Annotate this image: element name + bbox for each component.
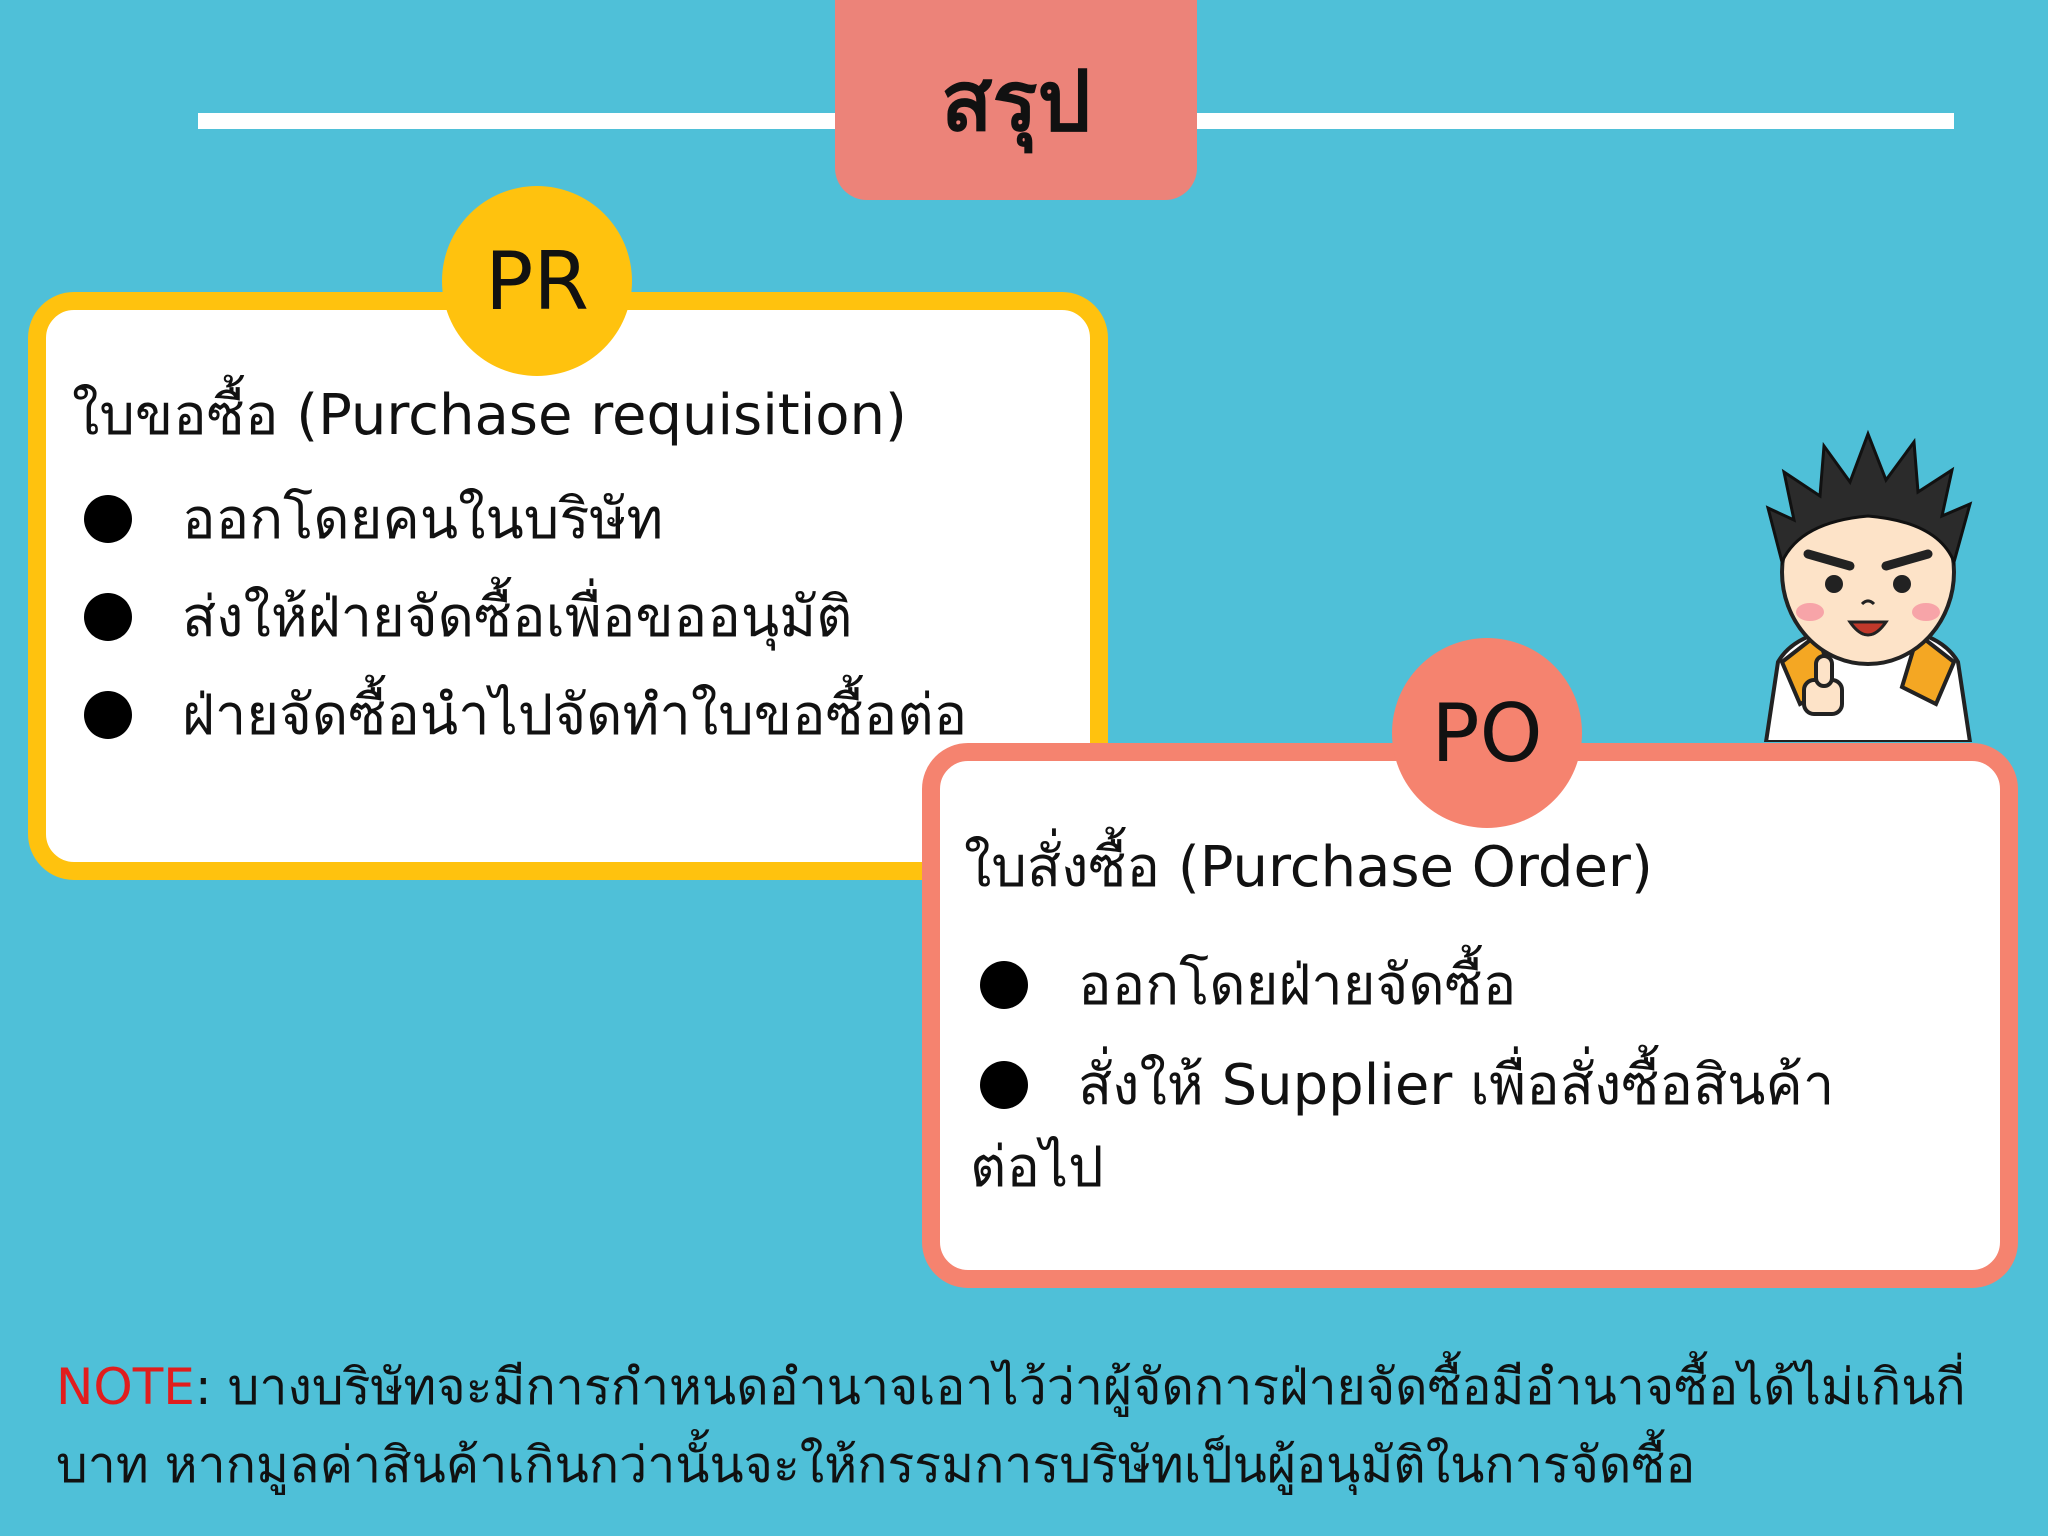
po-bullet-text: ออกโดยฝ่ายจัดซื้อ [1078, 953, 1517, 1018]
bullet-dot-icon [84, 592, 132, 641]
note-label: NOTE [56, 1358, 195, 1416]
pr-badge: PR [442, 186, 632, 376]
pr-bullet-item: ออกโดยคนในบริษัท [84, 474, 663, 563]
bullet-dot-icon [980, 1060, 1028, 1109]
po-card [922, 743, 2018, 1288]
mascot-thumbs-up-icon [1763, 429, 1973, 742]
title-tab: สรุป [835, 0, 1197, 200]
pr-heading: ใบขอซื้อ (Purchase requisition) [72, 383, 907, 448]
po-heading: ใบสั่งซื้อ (Purchase Order) [964, 835, 1653, 900]
pr-bullet-item: ส่งให้ฝ่ายจัดซื้อเพื่อขออนุมัติ [84, 572, 852, 661]
pr-bullet-text: ฝ่ายจัดซื้อนำไปจัดทำใบขอซื้อต่อ [182, 683, 968, 748]
pr-bullet-text: ออกโดยคนในบริษัท [182, 487, 664, 552]
pr-card [28, 292, 1108, 880]
pr-bullet-text: ส่งให้ฝ่ายจัดซื้อเพื่อขออนุมัติ [182, 585, 853, 650]
note-text: NOTE: บางบริษัทจะมีการกำหนดอำนาจเอาไว้ว่… [56, 1348, 1976, 1504]
header-rule-left [198, 113, 838, 129]
po-badge: PO [1392, 638, 1582, 828]
po-bullet-item: สั่งให้ Supplier เพื่อสั่งซื้อสินค้า [980, 1040, 1834, 1129]
note-body: : บางบริษัทจะมีการกำหนดอำนาจเอาไว้ว่าผู้… [56, 1358, 1966, 1494]
page-title: สรุป [941, 52, 1091, 150]
pr-bullet-item: ฝ่ายจัดซื้อนำไปจัดทำใบขอซื้อต่อ [84, 670, 967, 759]
bullet-dot-icon [84, 494, 132, 543]
po-bullet-continuation: ต่อไป [970, 1135, 1104, 1200]
header-rule-right [1192, 113, 1954, 129]
po-bullet-item: ออกโดยฝ่ายจัดซื้อ [980, 940, 1516, 1029]
bullet-dot-icon [84, 690, 132, 739]
po-bullet-text: สั่งให้ Supplier เพื่อสั่งซื้อสินค้า [1078, 1053, 1835, 1118]
bullet-dot-icon [980, 960, 1028, 1009]
